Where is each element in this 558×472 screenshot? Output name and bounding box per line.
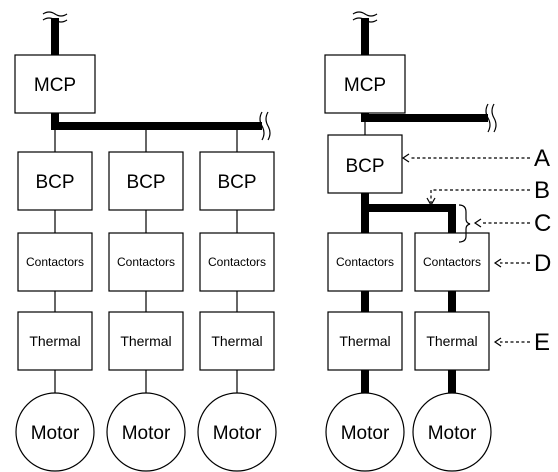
callout-d-letter: D <box>534 250 551 277</box>
left-thermal-1-label: Thermal <box>29 333 80 349</box>
right-motor-2-label: Motor <box>428 423 477 444</box>
callout-b-arrow <box>426 189 530 207</box>
right-thermal-1-label: Thermal <box>339 333 390 349</box>
left-supply-break-symbol <box>42 11 68 55</box>
callouts: A B C D E <box>401 145 551 356</box>
left-motor-1-circle <box>15 392 95 472</box>
left-mcp-label: MCP <box>34 75 76 96</box>
left-bcp-1-label: BCP <box>35 172 74 193</box>
right-thermal-1-box <box>327 311 403 371</box>
left-motor-3-label: Motor <box>213 423 262 444</box>
left-bcp-3-label: BCP <box>217 172 256 193</box>
left-system: MCP BCP BCP BCP Contactors Contactors Co… <box>14 11 277 472</box>
left-contactors-2-label: Contactors <box>117 255 175 269</box>
right-bcp-label: BCP <box>345 156 384 177</box>
callout-c-arrow <box>473 218 530 228</box>
left-thermal-3-label: Thermal <box>211 333 262 349</box>
left-motor-2-label: Motor <box>122 423 171 444</box>
left-bcp-1-box <box>17 151 93 211</box>
right-bcp-box <box>327 134 403 194</box>
callout-a-letter: A <box>534 145 550 172</box>
left-thermal-3-box <box>199 311 275 371</box>
left-bus-break-symbol <box>259 111 271 141</box>
right-motor-2-circle <box>412 392 492 472</box>
right-contactors-2-label: Contactors <box>423 255 481 269</box>
callout-c-bracket <box>458 204 471 243</box>
right-system: MCP BCP Contactors Contactors Thermal Th… <box>324 11 497 472</box>
callout-b-letter: B <box>534 177 550 204</box>
right-mcp-label: MCP <box>344 75 386 96</box>
left-bcp-3-box <box>199 151 275 211</box>
left-motor-3-circle <box>197 392 277 472</box>
right-contactors-1-box <box>327 232 403 292</box>
right-contactors-2-box <box>414 232 490 292</box>
left-thermal-2-box <box>108 311 184 371</box>
left-thermal-1-box <box>17 311 93 371</box>
right-motor-1-label: Motor <box>341 423 390 444</box>
left-contactors-3-box <box>199 232 275 292</box>
callout-e-arrow <box>493 337 530 347</box>
left-contactors-3-label: Contactors <box>208 255 266 269</box>
callout-a-arrow <box>401 153 530 163</box>
left-bcp-2-box <box>108 151 184 211</box>
left-thermal-2-label: Thermal <box>120 333 171 349</box>
left-motor-2-circle <box>106 392 186 472</box>
right-supply-break-symbol <box>352 11 378 55</box>
callout-c-letter: C <box>534 210 551 237</box>
left-contactors-2-box <box>108 232 184 292</box>
right-thermal-2-label: Thermal <box>426 333 477 349</box>
left-motor-1-label: Motor <box>31 423 80 444</box>
left-contactors-1-label: Contactors <box>26 255 84 269</box>
right-bus-break-symbol <box>485 103 497 133</box>
callout-e-letter: E <box>534 329 550 356</box>
right-contactors-1-label: Contactors <box>336 255 394 269</box>
callout-d-arrow <box>493 258 530 268</box>
left-bcp-2-label: BCP <box>126 172 165 193</box>
right-motor-1-circle <box>325 392 405 472</box>
